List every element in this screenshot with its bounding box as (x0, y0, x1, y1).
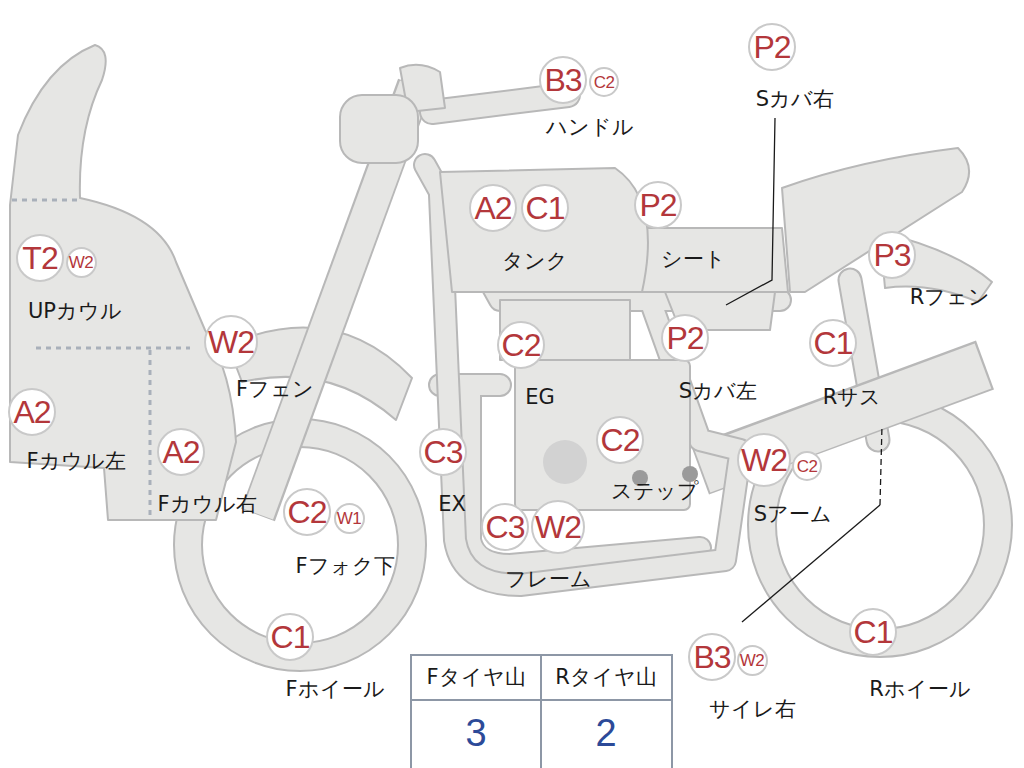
part-name: シート (661, 248, 726, 271)
part-name: ステップ (611, 480, 699, 503)
fairing-split-line (12, 199, 80, 202)
callout-circle: W2 (531, 500, 585, 554)
tail-cowl (782, 148, 969, 292)
part-name: Fフォク下 (295, 555, 394, 578)
condition-code: C2 (601, 424, 640, 456)
fairing-split-line (149, 350, 152, 518)
tyre-table (411, 655, 672, 768)
callout-circle: W2 (66, 247, 97, 278)
callout-circle: W2 (737, 645, 768, 676)
condition-code: W2 (69, 254, 94, 271)
condition-code: C3 (486, 511, 525, 543)
condition-code: W2 (740, 652, 765, 669)
headlight (340, 95, 418, 163)
part-name: Rホイール (869, 678, 971, 701)
callout-circle: P2 (748, 23, 796, 71)
table-rule (540, 655, 542, 768)
callout-circle: C2 (497, 321, 545, 369)
condition-code: A2 (474, 192, 511, 224)
condition-code: W2 (741, 444, 787, 476)
part-name: Fホイール (285, 678, 384, 701)
callout-circle: B3 (539, 56, 587, 104)
condition-code: P3 (873, 239, 910, 271)
callout-circle: C3 (419, 428, 467, 476)
condition-code: C2 (594, 74, 615, 91)
callout-circle: C1 (809, 319, 857, 367)
callout-circle: T2 (16, 234, 64, 282)
part-name: EG (525, 386, 555, 409)
part-name: Fカウル左 (26, 450, 125, 473)
callout-circle: C1 (521, 184, 569, 232)
condition-code: W2 (208, 326, 254, 358)
leader-line (726, 118, 775, 305)
seat (625, 228, 788, 292)
condition-code: A2 (13, 396, 50, 428)
callout-circle: P2 (634, 181, 682, 229)
condition-code: B3 (544, 64, 581, 96)
part-name: Rサス (823, 386, 882, 409)
part-name: Sアーム (754, 503, 832, 526)
condition-code: P2 (639, 189, 676, 221)
condition-code: P2 (666, 322, 703, 354)
condition-code: C1 (271, 621, 310, 653)
callout-circle: A2 (157, 428, 205, 476)
condition-code: C3 (424, 436, 463, 468)
callout-circle: W1 (334, 503, 365, 534)
callout-circle: C3 (481, 503, 529, 551)
fairing-split-line (36, 347, 190, 350)
callout-circle: C2 (596, 416, 644, 464)
condition-code: C1 (526, 192, 565, 224)
condition-code: C1 (814, 327, 853, 359)
part-name: EX (438, 493, 466, 516)
callout-circle: C2 (589, 67, 619, 97)
callout-circle: W2 (204, 315, 258, 369)
engine-top (500, 300, 630, 360)
fuel-tank (440, 168, 648, 292)
condition-code: A2 (162, 436, 199, 468)
callout-circle: B3 (688, 633, 736, 681)
table-frame (411, 655, 672, 768)
callout-circle: W2 (737, 433, 791, 487)
callout-circle: C1 (849, 608, 897, 656)
part-name: サイレ右 (709, 698, 796, 721)
callout-circle: C2 (792, 451, 822, 481)
condition-code: C1 (854, 616, 893, 648)
part-name: Sカバ右 (756, 88, 834, 111)
table-cell: 3 (465, 713, 486, 755)
leader-line (880, 425, 882, 505)
callout-circle: A2 (8, 388, 56, 436)
table-cell: Fタイヤ山 (426, 666, 525, 689)
part-name: Fカウル右 (157, 493, 256, 516)
table-cell: 2 (595, 713, 616, 755)
part-name: Sカバ左 (679, 380, 757, 403)
callout-circle: C1 (266, 613, 314, 661)
table-cell: Rタイヤ山 (555, 666, 657, 689)
part-name: Rフェン (910, 286, 991, 309)
condition-code: C2 (502, 329, 541, 361)
callout-circle: A2 (469, 184, 517, 232)
condition-code: B3 (693, 641, 730, 673)
callout-circle: P2 (661, 314, 709, 362)
fairing (10, 45, 236, 520)
part-name: UPカウル (28, 300, 122, 323)
condition-code: W1 (337, 510, 362, 527)
condition-code: C2 (797, 458, 818, 475)
condition-code: W2 (535, 511, 581, 543)
part-name: タンク (502, 250, 568, 273)
part-name: ハンドル (546, 116, 634, 139)
condition-code: P2 (753, 31, 790, 63)
engine-cover (543, 440, 587, 484)
condition-code: T2 (22, 242, 57, 274)
callout-circle: P3 (868, 231, 916, 279)
part-name: フレーム (505, 568, 592, 591)
part-name: Fフェン (236, 378, 314, 401)
callout-circle: C2 (283, 488, 331, 536)
condition-code: C2 (288, 496, 327, 528)
